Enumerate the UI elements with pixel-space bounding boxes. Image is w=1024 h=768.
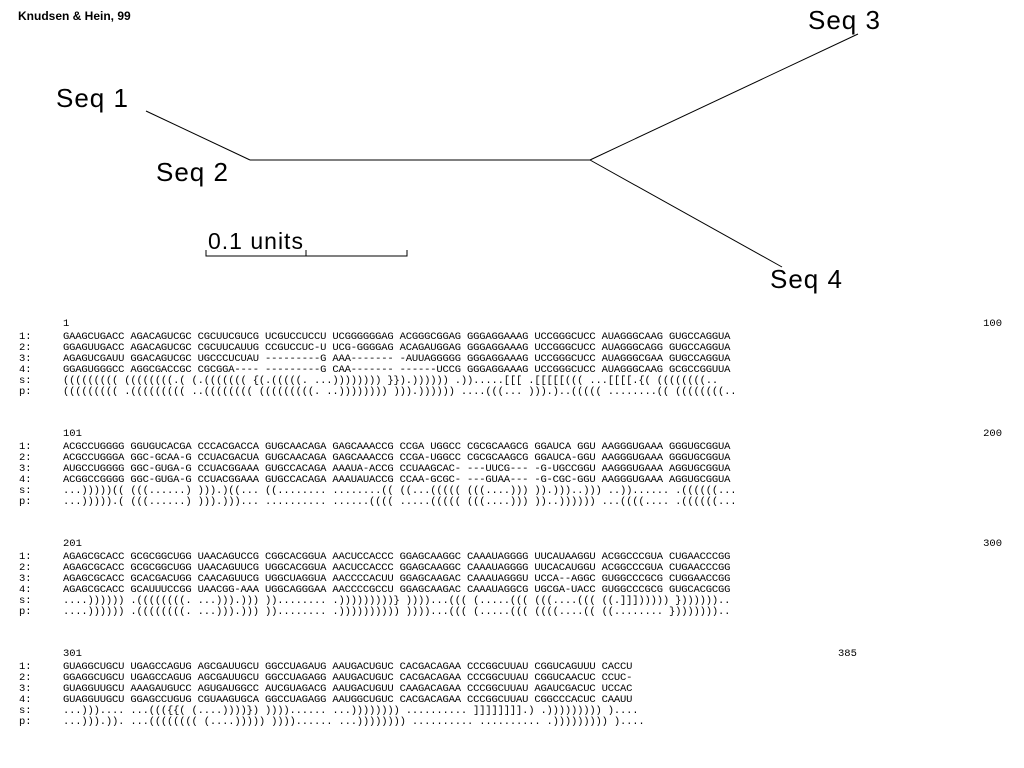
block-start-position: 1 — [63, 318, 70, 330]
scale-bar-label: 0.1 units — [208, 228, 304, 254]
row-label: 3: — [19, 573, 32, 585]
row-structure: ....)))))) .((((((((. ...))).))) )).....… — [63, 595, 731, 607]
row-label: 4: — [19, 364, 32, 376]
block-end-position: 385 — [838, 648, 857, 660]
row-sequence: GAAGCUGACC AGACAGUCGC CGCUUCGUCG UCGUCCU… — [63, 331, 731, 343]
row-label: 3: — [19, 683, 32, 695]
row-label: 4: — [19, 584, 32, 596]
row-label: 2: — [19, 342, 32, 354]
row-label: 4: — [19, 474, 32, 486]
alignment-block: 201 300 1: AGAGCGCACC GCGCGGCUGG UAACAGUC… — [0, 538, 1024, 648]
block-end-position: 200 — [983, 428, 1002, 440]
row-label: s: — [19, 705, 32, 717]
row-label: 1: — [19, 331, 32, 343]
row-sequence: AGAGUCGAUU GGACAGUCGC UGCCCUCUAU -------… — [63, 353, 731, 365]
row-structure: ...))).)). ...(((((((( (....))))) ))))..… — [63, 716, 645, 728]
leaf-label-seq4: Seq 4 — [770, 264, 843, 294]
figure-title: Knudsen & Hein, 99 — [18, 9, 131, 23]
block-start-position: 101 — [63, 428, 82, 440]
leaf-label-seq1: Seq 1 — [56, 83, 129, 113]
row-sequence: GUAGGCUGCU UGAGCCAGUG AGCGAUUGCU GGCCUAG… — [63, 661, 633, 673]
row-label: p: — [19, 606, 32, 618]
phylogenetic-tree — [145, 33, 859, 268]
alignment-block: 101 200 1: ACGCCUGGGG GGUGUCACGA CCCACGAC… — [0, 428, 1024, 538]
row-sequence: ACGCCUGGGG GGUGUCACGA CCCACGACCA GUGCAAC… — [63, 441, 731, 453]
row-label: 3: — [19, 353, 32, 365]
row-sequence: ACGGCCGGGG GGC-GUGA-G CCUACGGAAA GUGCCAC… — [63, 474, 731, 486]
block-start-position: 201 — [63, 538, 82, 550]
row-label: s: — [19, 375, 32, 387]
row-label: 2: — [19, 562, 32, 574]
row-sequence: AGAGCGCACC GCGCGGCUGG UAACAGUCCG CGGCACG… — [63, 551, 731, 563]
row-label: 1: — [19, 661, 32, 673]
leaf-label-seq3: Seq 3 — [808, 5, 881, 35]
block-start-position: 301 — [63, 648, 82, 660]
row-structure: ...))))).( (((......) ))).)))... .......… — [63, 496, 737, 508]
block-end-position: 100 — [983, 318, 1002, 330]
row-sequence: AGAGCGCACC GCGCGGCUGG UAACAGUUCG UGGCACG… — [63, 562, 731, 574]
row-structure: ...)))))(( (((......) ))).)((... ((.....… — [63, 485, 737, 497]
leaf-label-seq2: Seq 2 — [156, 157, 229, 187]
branch-seq3 — [589, 33, 859, 161]
row-label: 2: — [19, 672, 32, 684]
row-sequence: GGAGUGGGCC AGGCGACCGC CGCGGA---- -------… — [63, 364, 731, 376]
branch-seq1 — [145, 110, 251, 161]
row-sequence: GGAGUUGACC AGACAGUCGC CGCUUCAUUG CCGUCCU… — [63, 342, 731, 354]
row-label: p: — [19, 386, 32, 398]
row-sequence: ACGCCUGGGA GGC-GCAA-G CCUACGACUA GUGCAAC… — [63, 452, 731, 464]
row-label: 3: — [19, 463, 32, 475]
row-label: 1: — [19, 441, 32, 453]
row-sequence: GGAGGCUGCU UGAGCCAGUG AGCGAUUGCU GGCCUAG… — [63, 672, 633, 684]
row-structure: ((((((((( ((((((((.( (.((((((( {(.(((((.… — [63, 375, 718, 387]
row-label: 2: — [19, 452, 32, 464]
row-sequence: GUAGGUUGCU GGAGCCUGUG CGUAAGUGCA GGCCUAG… — [63, 694, 633, 706]
branch-seq4 — [589, 159, 783, 268]
row-label: p: — [19, 496, 32, 508]
row-label: 4: — [19, 694, 32, 706]
sequence-alignment: 1 100 1: GAAGCUGACC AGACAGUCGC CGCUUCGUCG… — [0, 318, 1024, 758]
row-label: 1: — [19, 551, 32, 563]
row-sequence: AGAGCGCACC GCAUUUCCGG UAACGG-AAA UGGCAGG… — [63, 584, 731, 596]
row-sequence: AUGCCUGGGG GGC-GUGA-G CCUACGGAAA GUGCCAC… — [63, 463, 731, 475]
row-label: s: — [19, 595, 32, 607]
row-sequence: GUAGGUUGCU AAAGAUGUCC AGUGAUGGCC AUCGUAG… — [63, 683, 633, 695]
block-end-position: 300 — [983, 538, 1002, 550]
alignment-block: 1 100 1: GAAGCUGACC AGACAGUCGC CGCUUCGUCG… — [0, 318, 1024, 428]
row-structure: ((((((((( .((((((((( ..(((((((( ((((((((… — [63, 386, 737, 398]
row-structure: ...))).... ...((({{( (....))))}) ))))...… — [63, 705, 639, 717]
row-label: p: — [19, 716, 32, 728]
row-structure: ....)))))) .((((((((. ...))).))) )).....… — [63, 606, 731, 618]
row-label: s: — [19, 485, 32, 497]
alignment-block: 301 385 1: GUAGGCUGCU UGAGCCAGUG AGCGAUUG… — [0, 648, 1024, 758]
row-sequence: AGAGCGCACC GCACGACUGG CAACAGUUCG UGGCUAG… — [63, 573, 731, 585]
